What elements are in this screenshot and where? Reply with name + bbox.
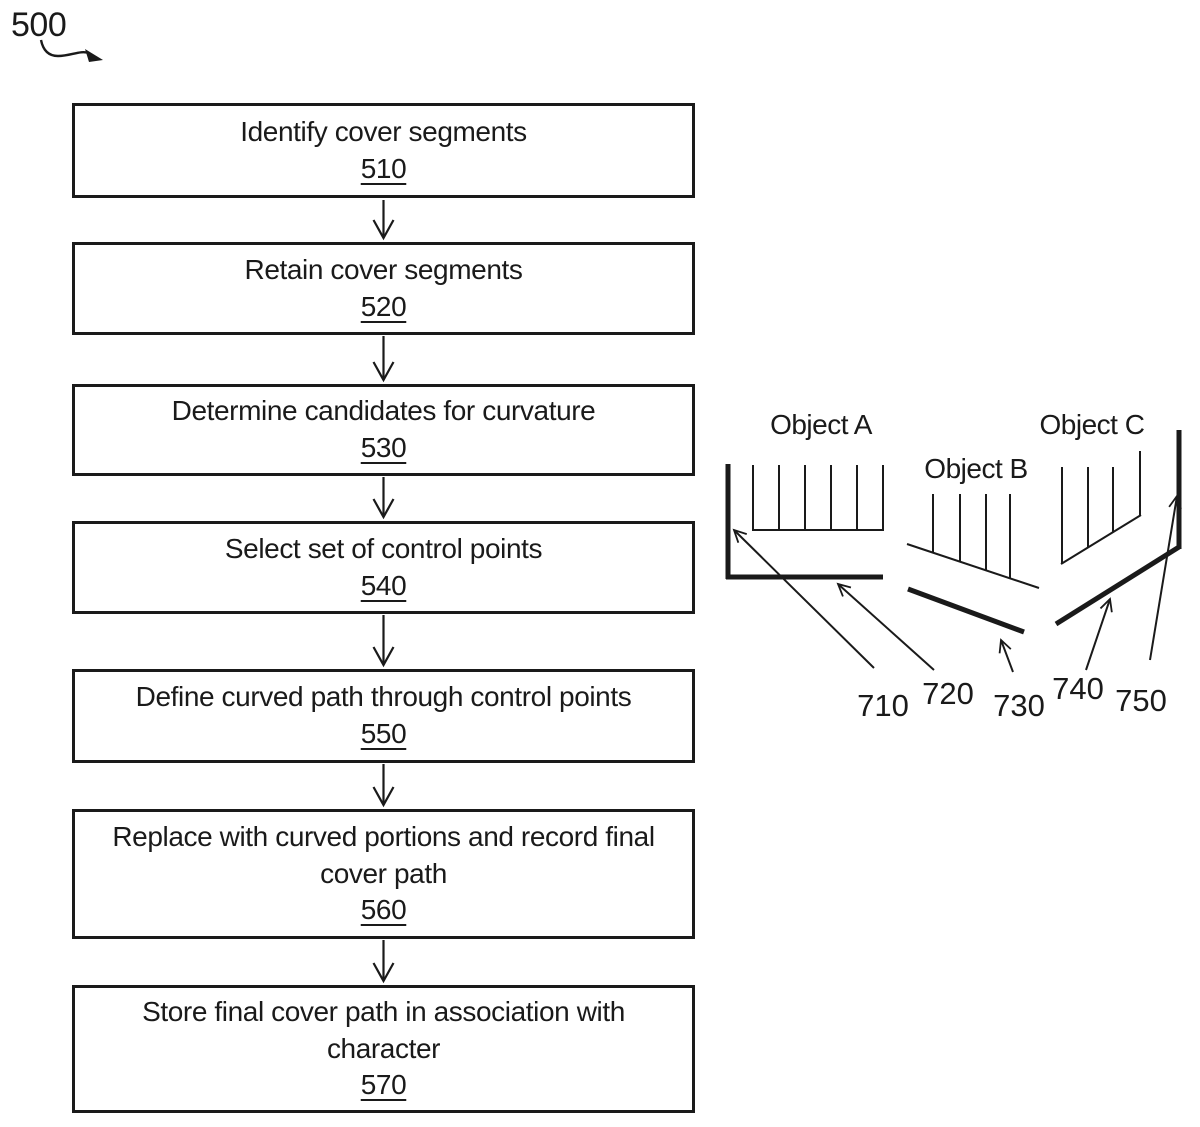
- flow-step-520: Retain cover segments 520: [72, 242, 695, 335]
- ref-arrow-730: [998, 638, 1014, 673]
- flow-step-520-ref: 520: [360, 290, 407, 322]
- figure-ref-number: 500: [11, 6, 67, 44]
- flow-step-570: Store final cover path in association wi…: [72, 985, 695, 1113]
- object-c-surface-line: [1060, 514, 1142, 565]
- object-a-group: Object A: [725, 409, 884, 580]
- flow-step-560: Replace with curved portions and record …: [72, 809, 695, 939]
- flow-step-540-label: Select set of control points: [224, 532, 543, 564]
- ref-label-720: 720: [922, 676, 974, 711]
- flow-step-570-ref: 570: [360, 1069, 407, 1101]
- ref-arrow-740: [1085, 597, 1113, 671]
- flow-step-510-label: Identify cover segments: [240, 115, 527, 147]
- object-a-hatching: [752, 465, 884, 530]
- flow-step-540-ref: 540: [360, 569, 407, 601]
- cover-segment-740-line: [1054, 544, 1181, 627]
- ref-arrow-720: [836, 582, 935, 671]
- flow-step-550-ref: 550: [360, 718, 407, 749]
- flow-step-510-ref: 510: [360, 152, 407, 184]
- object-b-label: Object B: [924, 453, 1027, 484]
- cover-segment-730-line: [907, 586, 1025, 635]
- flow-step-550-label: Define curved path through control point…: [135, 681, 632, 713]
- flow-step-570-label: Store final cover path in association wi…: [142, 995, 625, 1064]
- flow-step-560-label: Replace with curved portions and record …: [112, 820, 655, 889]
- object-b-hatching: [932, 494, 1011, 578]
- figure-ref-arrow: [39, 39, 103, 62]
- flow-step-520-label: Retain cover segments: [244, 253, 523, 285]
- ref-pointer-arrows: [732, 494, 1182, 673]
- ref-arrow-710: [732, 528, 875, 669]
- ref-label-730: 730: [993, 688, 1045, 723]
- flow-step-530: Determine candidates for curvature 530: [72, 384, 695, 476]
- ref-arrow-750: [1149, 494, 1182, 661]
- ref-label-710: 710: [857, 688, 909, 723]
- flow-step-560-ref: 560: [360, 894, 407, 926]
- object-a-label: Object A: [770, 409, 873, 440]
- ref-label-750: 750: [1115, 683, 1167, 718]
- object-b-surface-line: [906, 543, 1040, 589]
- object-c-group: Object C: [1040, 409, 1182, 627]
- object-b-group: Object B: [906, 453, 1040, 635]
- object-c-hatching: [1061, 451, 1141, 563]
- arrowhead: [85, 49, 103, 62]
- ref-number-labels: 710 720 730 740 750: [857, 671, 1167, 723]
- flow-step-510: Identify cover segments 510: [72, 103, 695, 198]
- flow-step-550: Define curved path through control point…: [72, 669, 695, 763]
- flow-step-540: Select set of control points 540: [72, 521, 695, 614]
- object-c-label: Object C: [1040, 409, 1145, 440]
- flow-step-530-ref: 530: [360, 432, 407, 463]
- flow-step-530-label: Determine candidates for curvature: [171, 395, 596, 427]
- ref-label-740: 740: [1052, 671, 1104, 706]
